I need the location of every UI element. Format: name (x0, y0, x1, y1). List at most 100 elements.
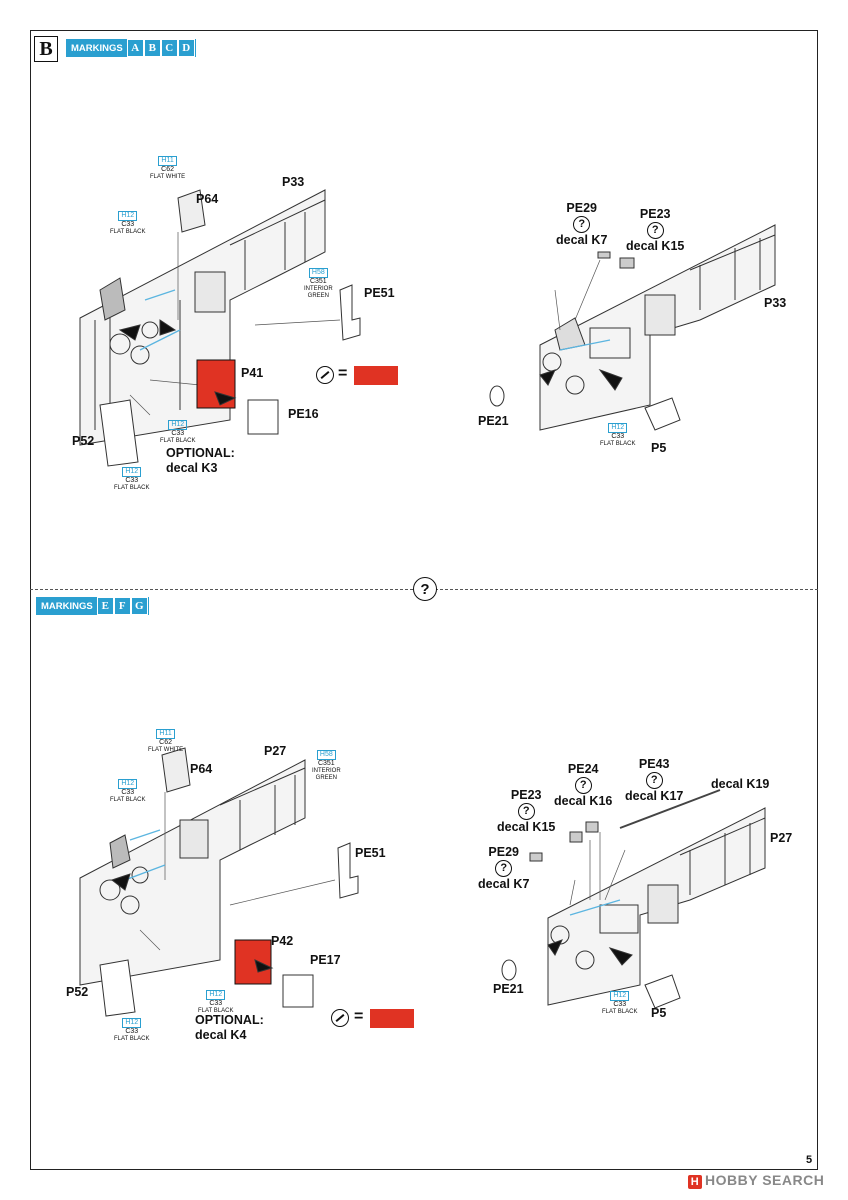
paint-name: FLAT BLACK (160, 438, 196, 444)
paint-name: FLAT BLACK (602, 1009, 638, 1015)
red-swatch (370, 1009, 414, 1028)
part-pe29: PE29 (488, 845, 519, 859)
legend-equals: = (338, 365, 348, 382)
paint-callout-h58: H58 C351 INTERIOR GREEN (312, 750, 341, 782)
callout-pe29-k7: PE29 ? decal K7 (478, 845, 529, 892)
paint-name: GREEN (315, 775, 337, 781)
part-pe21: PE21 (493, 982, 524, 996)
divider-question-marker: ? (413, 577, 437, 601)
question-icon: ? (646, 222, 664, 239)
optional-label: OPTIONAL: (195, 1013, 264, 1027)
paint-mr: C62 (161, 166, 174, 173)
paint-callout-h11: H11 C62 FLAT WHITE (148, 729, 183, 754)
part-pe51: PE51 (355, 846, 386, 860)
optional-label: OPTIONAL: (166, 446, 235, 460)
paint-mr: C33 (613, 1001, 627, 1008)
marking-c: C (160, 39, 178, 57)
part-pe24: PE24 (567, 762, 599, 776)
paint-code: H58 (316, 750, 336, 760)
part-p41: P41 (241, 366, 264, 380)
paint-callout-h11: H11 C62 FLAT WHITE (150, 156, 185, 181)
part-p42: P42 (271, 934, 294, 948)
paint-mr: C33 (125, 1028, 139, 1035)
paint-callout-h12-top: H12 C33 FLAT BLACK (110, 211, 145, 236)
paint-code: H12 (118, 779, 138, 789)
hobbysearch-logo-icon: H (688, 1175, 702, 1189)
part-pe43: PE43 (638, 757, 670, 771)
question-icon: ? (574, 777, 592, 794)
paint-callout-h12-p5: H12 C33 FLAT BLACK (600, 423, 635, 448)
paint-code: H12 (206, 990, 226, 1000)
part-p52: P52 (72, 434, 95, 448)
paint-callout-h12-p5: H12 C33 FLAT BLACK (602, 991, 637, 1016)
part-p52: P52 (66, 985, 89, 999)
question-icon: ? (517, 803, 535, 820)
markings-badge-top: MARKINGS A B C D (66, 39, 196, 57)
optional-note: OPTIONAL: decal K4 (195, 1013, 264, 1043)
paint-callout-h12-mid: H12 C33 FLAT BLACK (160, 420, 195, 445)
paint-mr: C33 (209, 1000, 223, 1007)
paint-name: FLAT WHITE (150, 174, 186, 180)
paint-mr: C33 (611, 433, 625, 440)
part-p33: P33 (282, 175, 305, 189)
paint-code: H58 (308, 268, 328, 278)
part-pe23: PE23 (510, 788, 542, 802)
paint-code: H12 (168, 420, 188, 430)
paint-code: H12 (122, 1018, 142, 1028)
optional-decal: decal K3 (166, 461, 218, 475)
part-p27-right: P27 (770, 831, 793, 845)
decal-k19: decal K19 (711, 777, 770, 791)
question-icon: ? (495, 860, 513, 877)
paint-name: FLAT BLACK (114, 485, 150, 491)
callout-pe29-k7: PE29 ? decal K7 (556, 201, 607, 248)
paint-code: H12 (122, 467, 142, 477)
paint-callout-h12-top: H12 C33 FLAT BLACK (110, 779, 145, 804)
marking-e: E (96, 597, 114, 615)
marking-g: G (130, 597, 148, 615)
paint-callout-h58: H58 C351 INTERIOR GREEN (304, 268, 333, 300)
markings-label: MARKINGS (37, 598, 97, 614)
paint-code: H11 (156, 729, 175, 739)
paint-mr: C33 (125, 477, 139, 484)
optional-decal: decal K4 (195, 1028, 247, 1042)
marking-d: D (177, 39, 195, 57)
part-p33-right: P33 (764, 296, 787, 310)
paint-name: GREEN (307, 293, 329, 299)
callout-pe43-k17: PE43 ? decal K17 (625, 757, 683, 804)
red-swatch (354, 366, 398, 385)
part-pe23: PE23 (639, 207, 671, 221)
markings-label: MARKINGS (67, 40, 127, 56)
paint-brush-icon (316, 366, 334, 384)
paint-mr: C33 (121, 789, 135, 796)
paint-brush-icon (331, 1009, 349, 1027)
callout-pe23-k15: PE23 ? decal K15 (626, 207, 684, 254)
decal-k15: decal K15 (497, 820, 556, 834)
question-icon: ? (645, 772, 663, 789)
paint-name: INTERIOR (304, 286, 333, 292)
paint-code: H12 (118, 211, 138, 221)
page-number: 5 (806, 1154, 813, 1166)
question-icon: ? (573, 216, 591, 233)
paint-callout-h12-bottom: H12 C33 FLAT BLACK (114, 1018, 149, 1043)
part-pe16: PE16 (288, 407, 319, 421)
marking-a: A (126, 39, 144, 57)
decal-k17: decal K17 (625, 789, 684, 803)
paint-name: FLAT BLACK (600, 441, 636, 447)
paint-callout-h12-bottom: H12 C33 FLAT BLACK (114, 467, 149, 492)
page-frame (30, 30, 818, 1170)
part-p64: P64 (190, 762, 213, 776)
part-p27: P27 (264, 744, 287, 758)
callout-pe23-k15: PE23 ? decal K15 (497, 788, 555, 835)
paint-name: FLAT BLACK (110, 229, 146, 235)
marking-b: B (143, 39, 161, 57)
legend-equals: = (354, 1008, 364, 1025)
paint-name: FLAT BLACK (114, 1036, 150, 1042)
part-pe17: PE17 (310, 953, 341, 967)
paint-mr: C351 (309, 278, 327, 285)
callout-pe24-k16: PE24 ? decal K16 (554, 762, 612, 809)
paint-code: H12 (608, 423, 628, 433)
paint-code: H12 (610, 991, 630, 1001)
decal-k7: decal K7 (556, 233, 608, 247)
